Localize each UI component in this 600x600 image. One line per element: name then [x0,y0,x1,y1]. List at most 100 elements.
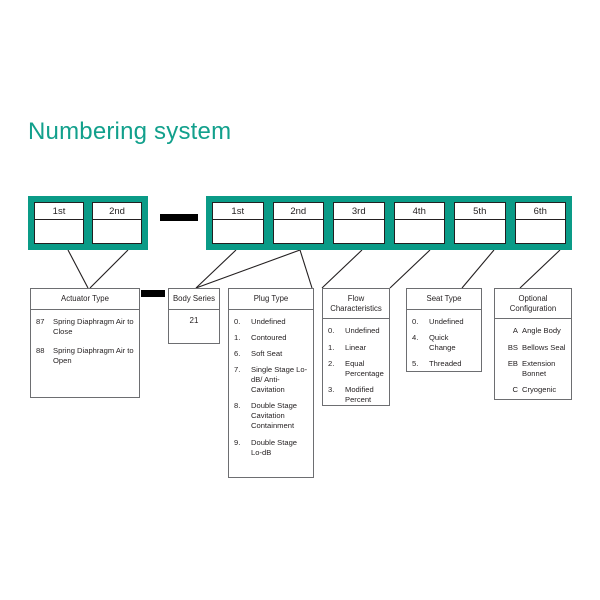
entry-code: A [512,326,518,336]
entry-desc: Cryogenic [522,384,557,394]
body-series-value: 21 [189,315,199,325]
entry-code: 88 [36,345,45,355]
position-value[interactable] [213,220,263,243]
list-item: 9. Double Stage Lo-dB [234,438,308,458]
page-title: Numbering system [28,118,232,145]
entry-code: 0. [328,326,335,336]
entry-desc: Modified Percent [345,384,374,404]
position-label: 5th [455,203,505,220]
entry-desc: Undefined [345,326,380,336]
entry-code: 1. [328,342,335,352]
position-value[interactable] [35,220,83,243]
card-title: Flow Characteristics [323,289,389,320]
list-item: 5. Threaded [412,359,476,369]
list-item: 1. Contoured [234,333,308,343]
position-box-right-3[interactable]: 3rd [333,202,385,244]
entry-desc: Quick Change [429,332,456,352]
list-item: 3. Modified Percent [328,385,384,405]
entry-desc: Angle Body [522,326,561,336]
card-entries: A Angle Body BS Bellows Seal EB Extensio… [495,319,571,401]
position-box-right-4[interactable]: 4th [393,202,445,244]
list-item: BS Bellows Seal [500,343,566,353]
card-entries: 87 Spring Diaphragm Air to Close 88 Spri… [31,310,139,382]
list-item: 88 Spring Diaphragm Air to Open [36,346,134,366]
entry-code: 9. [234,437,241,447]
entry-code: 8. [234,401,241,411]
card-title: Seat Type [407,289,481,310]
position-value[interactable] [334,220,384,243]
list-item: 0. Undefined [412,317,476,327]
list-item: 8. Double Stage Cavitation Containment [234,401,308,431]
entry-desc: Single Stage Lo-dB/ Anti-Cavitation [251,365,308,395]
entry-desc: Bellows Seal [522,342,566,352]
entry-desc: Equal Percentage [345,358,384,378]
entry-desc: Extension Bonnet [522,358,556,378]
position-value[interactable] [395,220,445,243]
card-flow-characteristics: Flow Characteristics 0. Undefined 1. Lin… [322,288,390,406]
card-title: Body Series [169,289,219,310]
entry-desc: Undefined [429,316,464,326]
entry-desc: Contoured [251,332,287,342]
position-label: 4th [394,203,444,220]
entry-code: 0. [412,316,419,326]
entry-code: 3. [328,384,335,394]
list-item: 7. Single Stage Lo-dB/ Anti-Cavitation [234,365,308,395]
entry-desc: Double Stage Cavitation Containment [251,401,298,431]
card-body-series: Body Series 21 [168,288,220,344]
entry-desc: Linear [345,342,367,352]
position-bar-left: 1st 2nd [28,196,148,250]
entry-code: 5. [412,359,419,369]
entry-code: 2. [328,358,335,368]
position-value[interactable] [516,220,566,243]
entry-desc: Soft Seat [251,348,283,358]
entry-code: BS [507,342,518,352]
list-item: C Cryogenic [500,385,566,395]
card-plug-type: Plug Type 0. Undefined 1. Contoured 6. S… [228,288,314,478]
position-box-left-2[interactable]: 2nd [92,202,142,244]
position-bar-right: 1st 2nd 3rd 4th 5th 6th [206,196,572,250]
position-label: 1st [213,203,263,220]
card-entries: 0. Undefined 1. Linear 2. Equal Percenta… [323,319,389,412]
entry-desc: Spring Diaphragm Air to Open [53,345,134,366]
card-title: Plug Type [229,289,313,310]
list-item: A Angle Body [500,326,566,336]
card-optional-configuration: Optional Configuration A Angle Body BS B… [494,288,572,400]
list-item: 0. Undefined [234,317,308,327]
position-box-right-6[interactable]: 6th [514,202,566,244]
entry-desc: Undefined [251,316,286,326]
position-box-right-1[interactable]: 1st [212,202,264,244]
entry-code: C [512,384,518,394]
entry-code: 0. [234,316,241,326]
list-item: 87 Spring Diaphragm Air to Close [36,317,134,337]
entry-code: 1. [234,332,241,342]
entry-code: EB [507,358,518,368]
card-seat-type: Seat Type 0. Undefined 4. Quick Change 5… [406,288,482,372]
list-item: 1. Linear [328,343,384,353]
list-item: EB Extension Bonnet [500,359,566,379]
separator-dash-middle [141,290,165,297]
position-box-right-2[interactable]: 2nd [272,202,324,244]
list-item: 2. Equal Percentage [328,359,384,379]
separator-dash-top [160,214,198,221]
card-entries: 0. Undefined 1. Contoured 6. Soft Seat 7… [229,310,313,465]
position-value[interactable] [274,220,324,243]
position-label: 2nd [273,203,323,220]
list-item: 6. Soft Seat [234,349,308,359]
position-box-left-1[interactable]: 1st [34,202,84,244]
position-label: 2nd [93,203,141,220]
entry-desc: Double Stage Lo-dB [251,437,298,457]
entry-code: 4. [412,332,419,342]
card-title: Actuator Type [31,289,139,310]
position-label: 1st [35,203,83,220]
position-value[interactable] [455,220,505,243]
entry-code: 6. [234,348,241,358]
position-box-right-5[interactable]: 5th [454,202,506,244]
list-item: 0. Undefined [328,326,384,336]
card-title: Optional Configuration [495,289,571,320]
entry-code: 87 [36,316,45,326]
position-value[interactable] [93,220,141,243]
position-label: 3rd [334,203,384,220]
entry-code: 7. [234,365,241,375]
entry-desc: Spring Diaphragm Air to Close [53,316,134,336]
entry-desc: Threaded [429,359,462,369]
